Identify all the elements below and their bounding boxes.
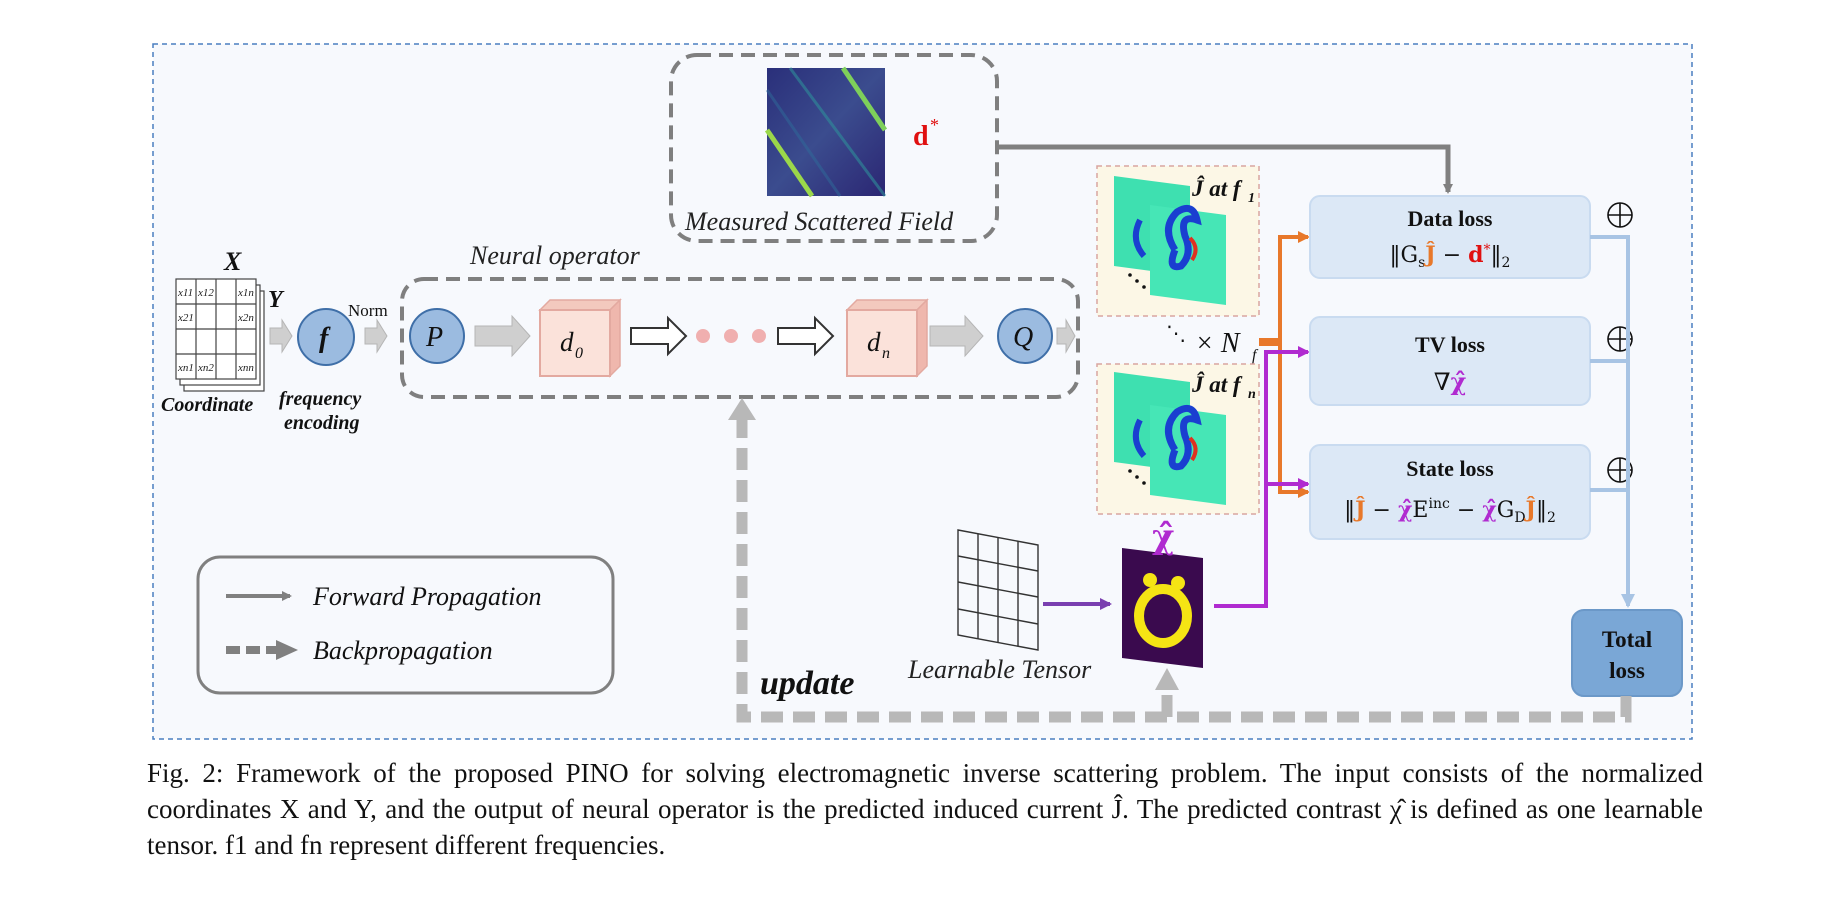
- encoding-label: encoding: [284, 412, 360, 434]
- dn-sub: n: [882, 345, 890, 362]
- f-node-label: f: [319, 323, 331, 354]
- neural-operator-label: Neural operator: [469, 241, 641, 270]
- dn-label: d: [867, 327, 881, 357]
- j-top-label: Ĵ at f: [1191, 175, 1243, 201]
- p-node: [409, 308, 465, 364]
- cell-x11: x11: [177, 287, 193, 299]
- cell-x12: x12: [197, 287, 214, 299]
- j-to-state-loss-arrow: [1259, 342, 1310, 498]
- cell-xn1: xn1: [177, 362, 194, 374]
- tv-loss-formula: ∇χ̂: [1434, 367, 1467, 396]
- state-loss-formula: ‖Ĵ − χ̂Einc − χ̂GDĴ‖2: [1344, 496, 1556, 526]
- total-loss-box: [1571, 609, 1683, 697]
- j-bottom-label: Ĵ at f: [1191, 371, 1243, 397]
- j-panel-bottom: [1096, 363, 1260, 515]
- cell-xn2: xn2: [197, 362, 214, 374]
- backprop-arrowhead-chi: [1155, 668, 1179, 690]
- ellipsis-dot-1: [696, 329, 710, 343]
- state-loss-title: State loss: [1406, 456, 1494, 481]
- measured-symbol: d: [913, 121, 929, 152]
- scattered-field-image: [764, 66, 888, 198]
- nf-sub: f: [1252, 347, 1259, 364]
- data-loss-formula: ‖GsĴ − d*‖2: [1390, 241, 1511, 271]
- cell-x2n: x2n: [237, 312, 254, 324]
- chi-hat-label: χ̂: [1152, 517, 1174, 557]
- legend-forward-label: Forward Propagation: [312, 582, 541, 611]
- figure-caption: Fig. 2: Framework of the proposed PINO f…: [147, 758, 1703, 860]
- measured-caption: Measured Scattered Field: [684, 207, 954, 236]
- coordinate-label: Coordinate: [161, 394, 253, 416]
- input-x-label: X: [223, 247, 242, 276]
- legend-back-label: Backpropagation: [313, 636, 493, 665]
- legend-back-arrowhead: [276, 640, 298, 660]
- neural-operator-box: [400, 277, 1080, 399]
- learnable-tensor-grid: [957, 529, 1039, 651]
- chi-hat-image: [1122, 548, 1203, 668]
- frequency-label: frequency: [279, 388, 361, 410]
- total-loss-line2: loss: [1609, 658, 1645, 683]
- tv-loss-title: TV loss: [1415, 332, 1485, 357]
- loss-sum-lines: [1590, 235, 1630, 606]
- ellipsis-dot-2: [724, 329, 738, 343]
- layer-arrow-1: [630, 315, 688, 357]
- nf-dots: ⋱: [1166, 321, 1186, 345]
- d0-block: [538, 298, 622, 378]
- p-node-label: P: [425, 322, 443, 353]
- norm-label: Norm: [348, 301, 388, 320]
- legend-box: [196, 555, 615, 695]
- q-node-label: Q: [1013, 322, 1033, 353]
- measured-symbol-sup: *: [930, 115, 939, 135]
- cell-xnn: xnn: [237, 362, 254, 374]
- chi-to-tv-loss-arrow: [1214, 346, 1310, 608]
- j-to-data-loss-arrow: [1259, 231, 1310, 342]
- cell-x21: x21: [177, 312, 194, 324]
- d0-label: d: [560, 327, 574, 357]
- f-encoding-node: [297, 308, 355, 366]
- nf-label: × N: [1195, 328, 1241, 359]
- d0-sub: 0: [575, 345, 583, 362]
- dn-block: [845, 298, 929, 378]
- block-arrows: [269, 314, 1076, 358]
- data-loss-title: Data loss: [1408, 206, 1493, 231]
- q-node: [997, 308, 1053, 364]
- backpropagation-path: [736, 418, 1632, 723]
- j-top-sub: 1: [1248, 191, 1255, 206]
- j-bottom-sub: n: [1248, 387, 1256, 402]
- coordinate-grid: [175, 278, 265, 392]
- ellipsis-dot-3: [752, 329, 766, 343]
- measured-to-data-loss-arrow: [997, 144, 1453, 194]
- total-loss-line1: Total: [1602, 627, 1652, 652]
- j-panel-top: [1096, 165, 1260, 317]
- update-label: update: [760, 665, 854, 702]
- input-y-label: Y: [268, 287, 285, 313]
- cell-x1n: x1n: [237, 287, 254, 299]
- layer-arrow-2: [777, 315, 835, 357]
- sum-symbols: [1607, 202, 1633, 483]
- backprop-arrowhead-operator: [728, 398, 756, 420]
- learnable-tensor-label: Learnable Tensor: [907, 655, 1092, 684]
